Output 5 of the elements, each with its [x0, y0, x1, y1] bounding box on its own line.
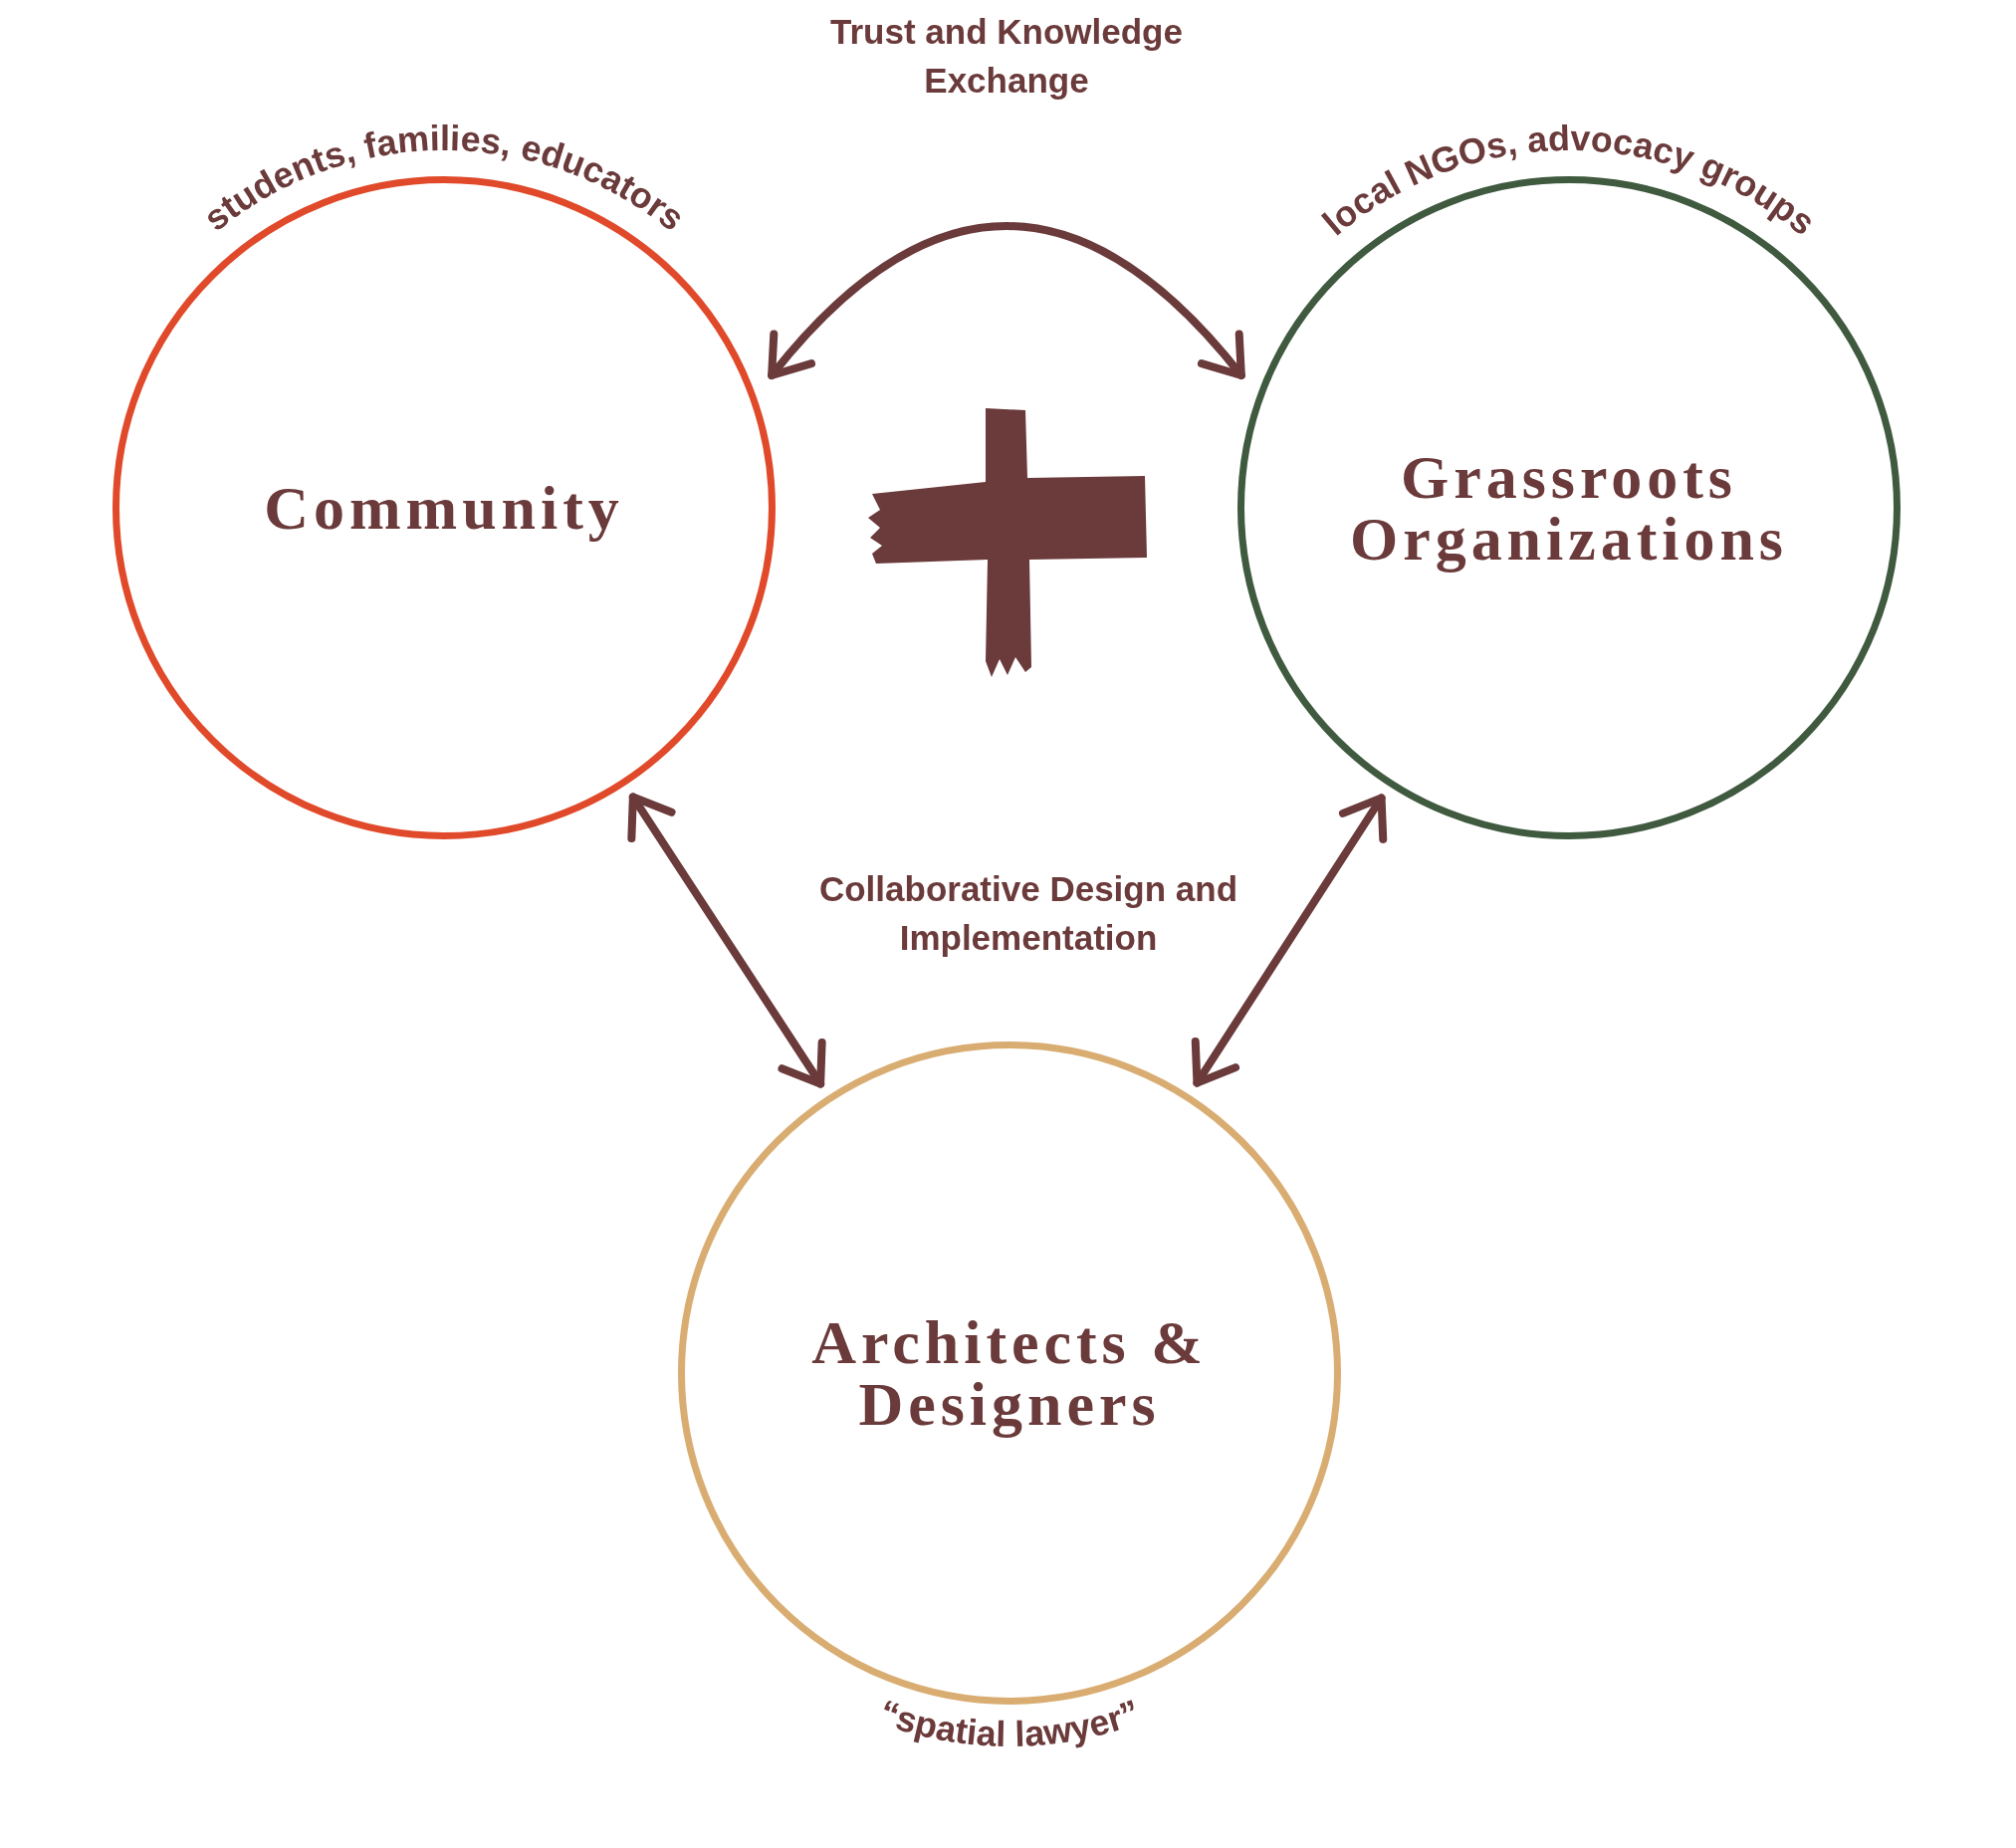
curved-caption: “spatial lawyer”	[874, 1691, 1145, 1754]
double-arrow	[627, 793, 826, 1088]
double-arrow	[1191, 794, 1388, 1087]
double-arrow	[768, 222, 1245, 379]
relation-caption: Collaborative Design and Implementation	[817, 868, 1239, 959]
